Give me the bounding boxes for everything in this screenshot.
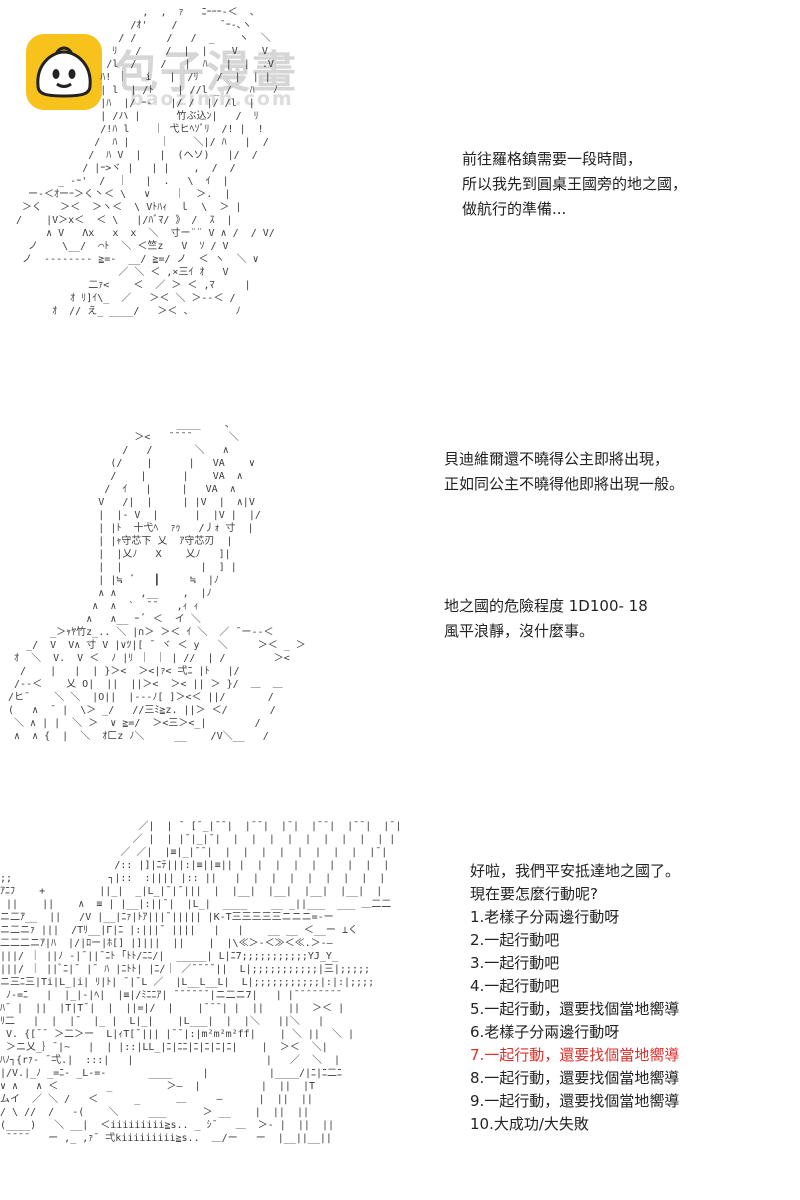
caption-line: 現在要怎麼行動呢? <box>470 885 598 903</box>
option-9: 9.一起行動，還要找個當地嚮導 <box>470 1092 680 1110</box>
option-3: 3.一起行動吧 <box>470 954 560 972</box>
option-8: 8.一起行動，還要找個當地嚮導 <box>470 1069 680 1087</box>
caption-line: 所以我先到圓桌王國旁的地之國， <box>462 175 688 193</box>
option-4: 4.一起行動吧 <box>470 977 560 995</box>
option-5: 5.一起行動，還要找個當地嚮導 <box>470 1000 680 1018</box>
option-10: 10.大成功/大失敗 <box>470 1115 589 1133</box>
caption-panel-4: 好啦，我們平安抵達地之國了。 現在要怎麼行動呢? 1.老樣子分兩邊行動呀 2.一… <box>470 860 680 1136</box>
option-1: 1.老樣子分兩邊行動呀 <box>470 908 620 926</box>
ascii-art-character-2: ____ 、 ＞< ¯¯¯¯ ＼ / / ＼ ∧ (/ | | VA ∨ / |… <box>8 419 306 742</box>
site-logo: 包子漫畫 baozimh.com <box>26 34 326 114</box>
caption-panel-3: 地之國的危險程度 1D100- 18 風平浪靜，沒什麼事。 <box>444 594 648 644</box>
caption-line: 做航行的準備... <box>462 200 567 218</box>
caption-line: 貝迪維爾還不曉得公主即將出現， <box>444 450 670 468</box>
caption-panel-1: 前往羅格鎮需要一段時間， 所以我先到圓桌王國旁的地之國， 做航行的準備... <box>462 147 687 222</box>
option-2: 2.一起行動吧 <box>470 931 560 949</box>
option-7-selected: 7.一起行動，還要找個當地嚮導 <box>470 1046 680 1064</box>
caption-line: 前往羅格鎮需要一段時間， <box>462 150 643 168</box>
caption-line: 風平浪靜，沒什麼事。 <box>444 622 595 640</box>
ascii-art-character-1: , , ｧ ﾆｰｰｰ-＜ 、 /ｵ' / ̄ ｰ-､ヽ / / / / _ ヽ … <box>16 7 278 317</box>
option-6: 6.老樣子分兩邊行動呀 <box>470 1023 620 1041</box>
logo-subtitle: baozimh.com <box>130 88 294 110</box>
caption-panel-2: 貝迪維爾還不曉得公主即將出現， 正如同公主不曉得他即將出現一般。 <box>444 447 684 497</box>
bun-logo-icon <box>26 34 102 110</box>
caption-line: 好啦，我們平安抵達地之國了。 <box>470 862 681 880</box>
ascii-art-city: ／| | ¯ [¯_|¯¯| |¯¯| |¯| |¯¯| |¯¯| |¯| ／ … <box>0 821 402 1144</box>
caption-line: 正如同公主不曉得他即將出現一般。 <box>444 475 685 493</box>
logo-title: 包子漫畫 <box>114 47 298 98</box>
danger-roll-text: 地之國的危險程度 1D100- 18 <box>444 597 648 615</box>
